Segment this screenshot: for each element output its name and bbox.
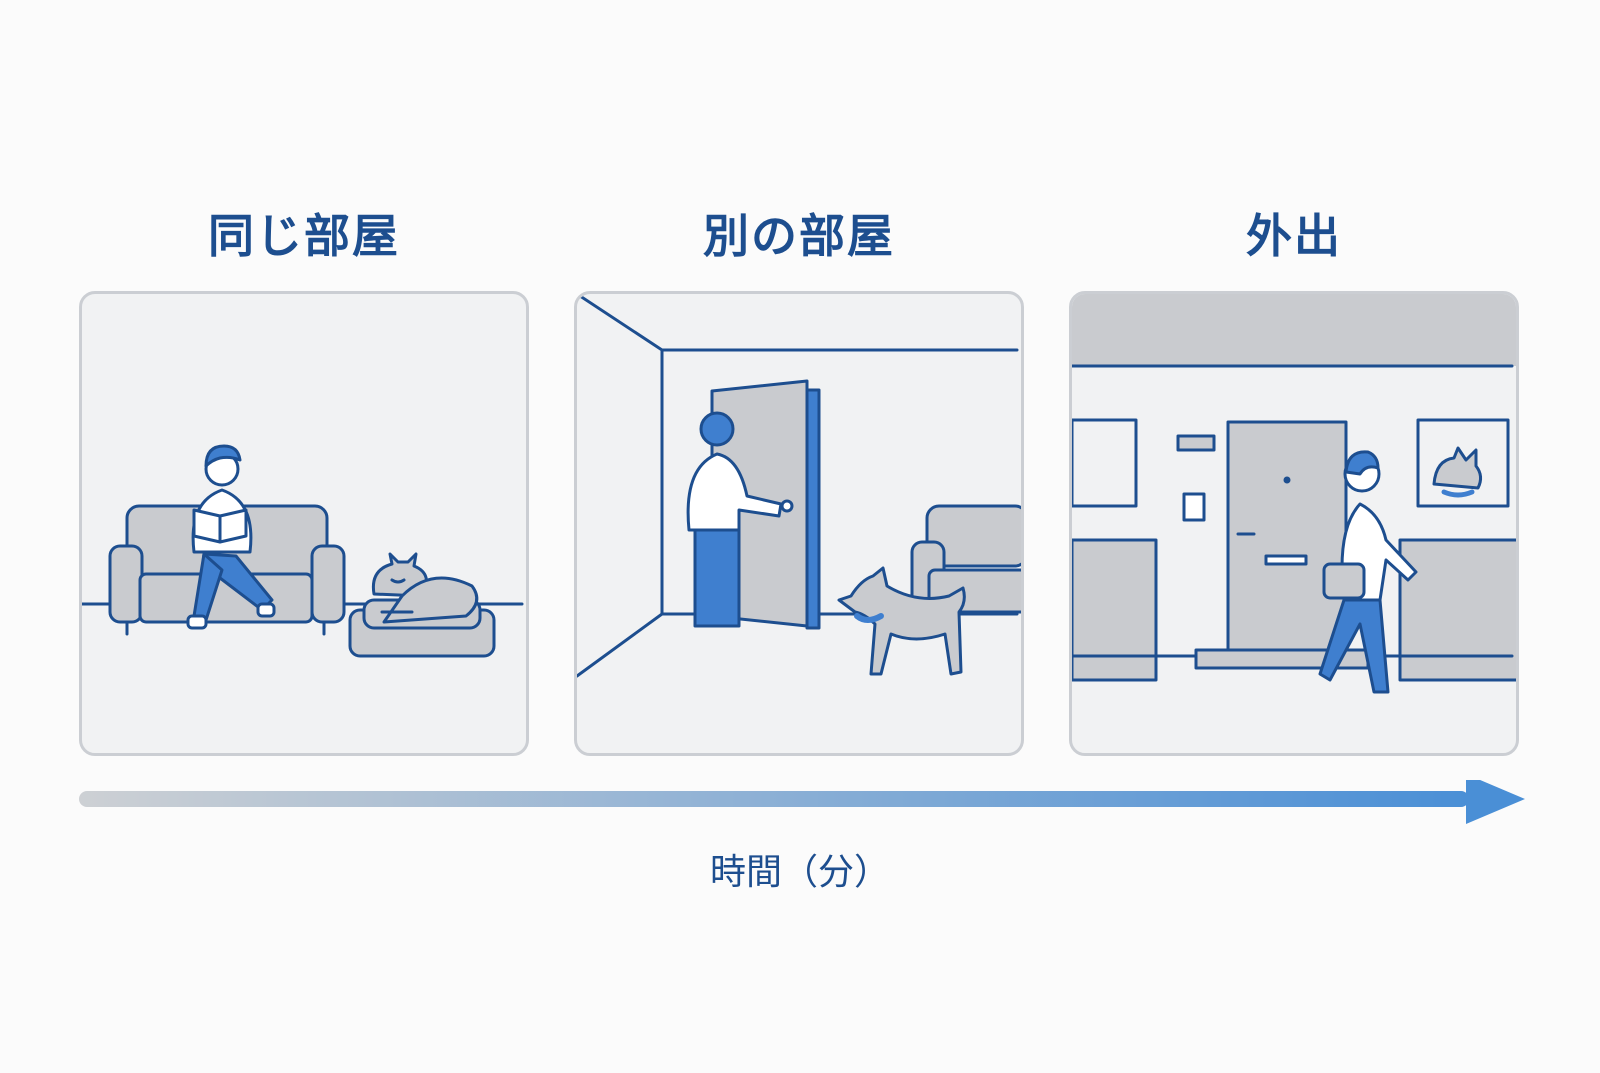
right-arrow-icon: [79, 780, 1525, 824]
title-same-room: 同じ部屋: [208, 209, 400, 263]
person-reading-on-sofa-with-dog-icon: [82, 444, 524, 658]
panel-same-room: [79, 291, 529, 756]
title-outside: 外出: [1246, 209, 1342, 263]
title-different-room: 別の部屋: [703, 209, 895, 263]
person-leaving-through-door-icon: [577, 294, 1021, 678]
panel-outside: [1069, 291, 1519, 756]
panel-different-room: [574, 291, 1024, 756]
person-walking-outside-house-icon: [1072, 294, 1516, 694]
timeline-label: 時間（分）: [709, 852, 890, 893]
